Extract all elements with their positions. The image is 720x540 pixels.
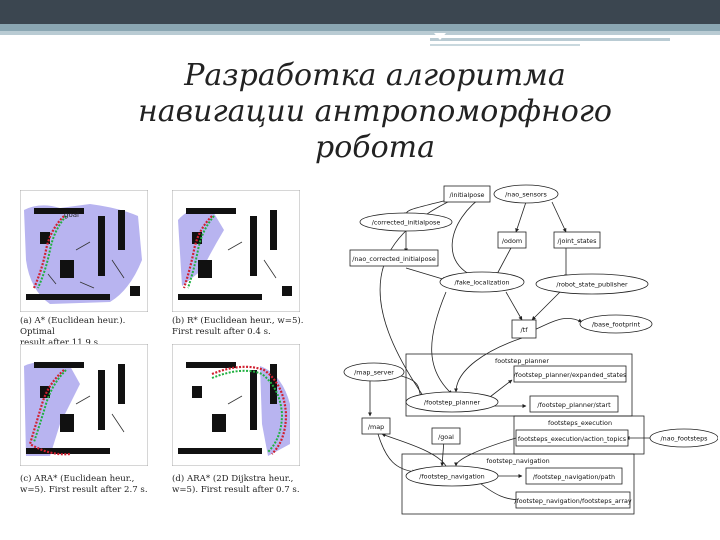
node-ellipse	[579, 314, 653, 334]
node-ellipse	[649, 428, 718, 448]
node-label: /footstep_navigation	[419, 473, 485, 481]
node-label: /fake_localization	[454, 279, 509, 287]
ros-node-graph: /initialpose /nao_sensors /corrected_ini…	[343, 184, 718, 515]
node-ellipse	[405, 465, 499, 487]
caption-line: w=5). First result after 2.7 s.	[20, 485, 148, 495]
map-b	[172, 190, 300, 312]
node-box	[443, 185, 491, 203]
node-label: /corrected_initialpose	[372, 219, 441, 227]
node-label: /initialpose	[450, 191, 485, 199]
map-b-caption: (b) R* (Euclidean heur., w=5). First res…	[172, 316, 308, 338]
map-d	[172, 344, 300, 466]
node-label: /map	[368, 423, 384, 431]
node-box	[525, 467, 623, 485]
header-bar	[0, 0, 720, 24]
caption-line: (d) ARA* (2D Dijkstra heur.,	[172, 474, 294, 484]
node-label: /nao_footsteps	[661, 435, 709, 443]
node-label: /odom	[502, 237, 522, 245]
node-label: /robot_state_publisher	[556, 281, 628, 289]
node-label: /footstep_navigation/path	[533, 473, 615, 481]
cluster-label: footstep_planner	[495, 357, 549, 365]
node-label: /footstep_planner/expanded_states	[514, 371, 627, 379]
node-box	[361, 417, 391, 435]
header-stripe	[430, 44, 580, 46]
cluster-label: footsteps_execution	[548, 419, 612, 427]
node-label: /footstep_navigation/footsteps_array	[514, 497, 632, 505]
node-label: /joint_states	[558, 237, 598, 245]
node-label: /goal	[438, 433, 454, 441]
map-d-caption: (d) ARA* (2D Dijkstra heur., w=5). First…	[172, 474, 308, 496]
slide-title: Разработка алгоритма навигации антропомо…	[120, 58, 630, 166]
node-ellipse	[439, 271, 525, 293]
map-c	[20, 344, 148, 466]
cluster-label: footstep_navigation	[486, 457, 549, 465]
node-label: /base_footprint	[592, 321, 641, 329]
node-ellipse	[493, 184, 559, 204]
node-box	[511, 319, 537, 339]
node-box	[513, 365, 627, 383]
map-a: goal	[20, 190, 148, 312]
header-notch	[434, 33, 446, 40]
node-box	[529, 395, 619, 413]
title-line: навигации антропоморфного	[138, 94, 612, 129]
node-ellipse	[535, 273, 649, 295]
node-box	[515, 491, 631, 509]
node-label: footsteps_execution/action_topics	[518, 435, 627, 443]
node-label: /footstep_planner	[424, 399, 481, 407]
caption-line: (c) ARA* (Euclidean heur.,	[20, 474, 135, 484]
caption-line: result after 11.9 s.	[20, 338, 101, 348]
node-label: /footstep_planner/start	[537, 401, 611, 409]
node-label: /tf	[521, 326, 529, 334]
node-label: /nao_sensors	[505, 191, 547, 199]
node-box	[349, 249, 439, 267]
map-a-caption: (a) A* (Euclidean heur.). Optimal result…	[20, 316, 156, 349]
node-box	[515, 429, 629, 447]
caption-line: First result after 0.4 s.	[172, 327, 271, 337]
header-stripe	[430, 38, 670, 41]
caption-line: (b) R* (Euclidean heur., w=5).	[172, 316, 304, 326]
title-line: робота	[315, 130, 435, 165]
node-box	[497, 231, 527, 249]
planning-maps-figure: goal (a) A* (Euclidean heur.). Optimal r…	[14, 186, 320, 512]
node-box	[553, 231, 601, 249]
title-line: Разработка алгоритма	[184, 58, 566, 93]
cluster-footstep-navigation	[401, 453, 635, 515]
goal-label: goal	[64, 211, 79, 219]
node-ellipse	[343, 362, 405, 382]
node-label: /nao_corrected_initialpose	[352, 255, 436, 263]
caption-line: w=5). First result after 0.7 s.	[172, 485, 300, 495]
node-ellipse	[359, 212, 453, 232]
caption-line: (a) A* (Euclidean heur.). Optimal	[20, 316, 126, 337]
node-label: /map_server	[354, 369, 394, 377]
header-stripe	[0, 31, 720, 35]
header-stripe	[0, 24, 720, 31]
node-ellipse	[405, 391, 499, 413]
node-box	[431, 427, 461, 445]
map-c-caption: (c) ARA* (Euclidean heur., w=5). First r…	[20, 474, 156, 496]
